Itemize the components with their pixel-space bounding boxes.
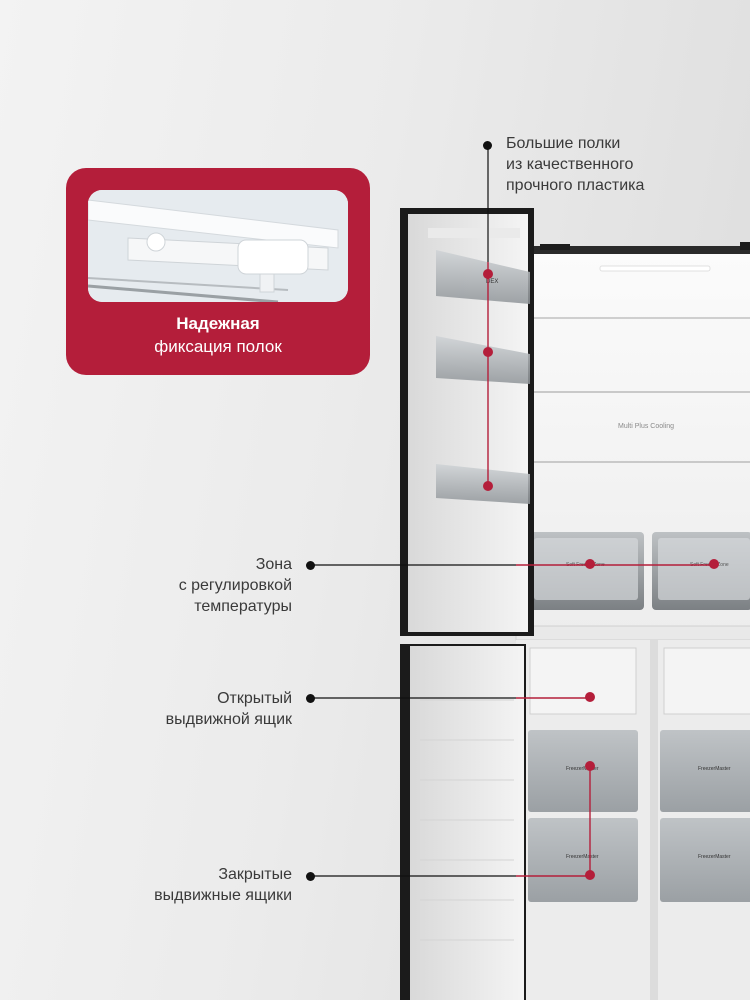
callout-zone-line-1: Зона (255, 556, 292, 573)
callout-open-drawer-line-1: Открытый (217, 690, 292, 707)
shelf-clip-photo (88, 190, 348, 302)
pointer-dot-zone (306, 561, 315, 570)
badge-title: Надежная (176, 314, 260, 333)
callout-zone-line-3: температуры (194, 598, 292, 615)
callout-open-drawer-line-2: выдвижной ящик (165, 711, 292, 728)
freezer-label-2: FreezerMaster (566, 854, 599, 860)
callout-closed-drawers-line-2: выдвижные ящики (154, 887, 292, 904)
freezer-cabinet: FreezerMaster FreezerMaster FreezerMaste… (516, 640, 750, 1000)
feature-badge: Надежная фиксация полок (66, 168, 370, 375)
callout-zone-line-2: с регулировкой (178, 577, 292, 594)
pointer-dot-shelves (483, 141, 492, 150)
callout-closed-drawers: Закрытые выдвижные ящики (100, 864, 292, 906)
marker-lines (487, 262, 714, 877)
freezer-label-3: FreezerMaster (698, 766, 731, 772)
callout-shelves-line-1: Большие полки (506, 135, 621, 152)
freezer-label-1: FreezerMaster (566, 766, 599, 772)
callout-shelves: Большие полки из качественного прочного … (506, 133, 644, 196)
callout-closed-drawers-line-1: Закрытые (218, 866, 292, 883)
marker-dots (483, 269, 719, 880)
pointer-dot-closed-drawers (306, 872, 315, 881)
callout-shelves-line-3: прочного пластика (506, 177, 645, 194)
fridge-cabinet: Multi Plus Cooling Soft Freeze Zone Soft… (515, 242, 750, 641)
pointer-dot-open-drawer (306, 694, 315, 703)
pointer-lines (311, 145, 516, 877)
cooling-label: Multi Plus Cooling (618, 423, 674, 430)
badge-subtitle: фиксация полок (154, 337, 282, 356)
upper-door: DEX (400, 208, 534, 636)
callout-open-drawer: Открытый выдвижной ящик (100, 688, 292, 730)
shelf-clip-illustration (88, 190, 348, 302)
freezer-label-4: FreezerMaster (698, 854, 731, 860)
callout-shelves-line-2: из качественного (506, 156, 634, 173)
lower-door (400, 644, 526, 1000)
callout-zone: Зона с регулировкой температуры (100, 554, 292, 617)
door-brand-label: DEX (486, 279, 498, 285)
